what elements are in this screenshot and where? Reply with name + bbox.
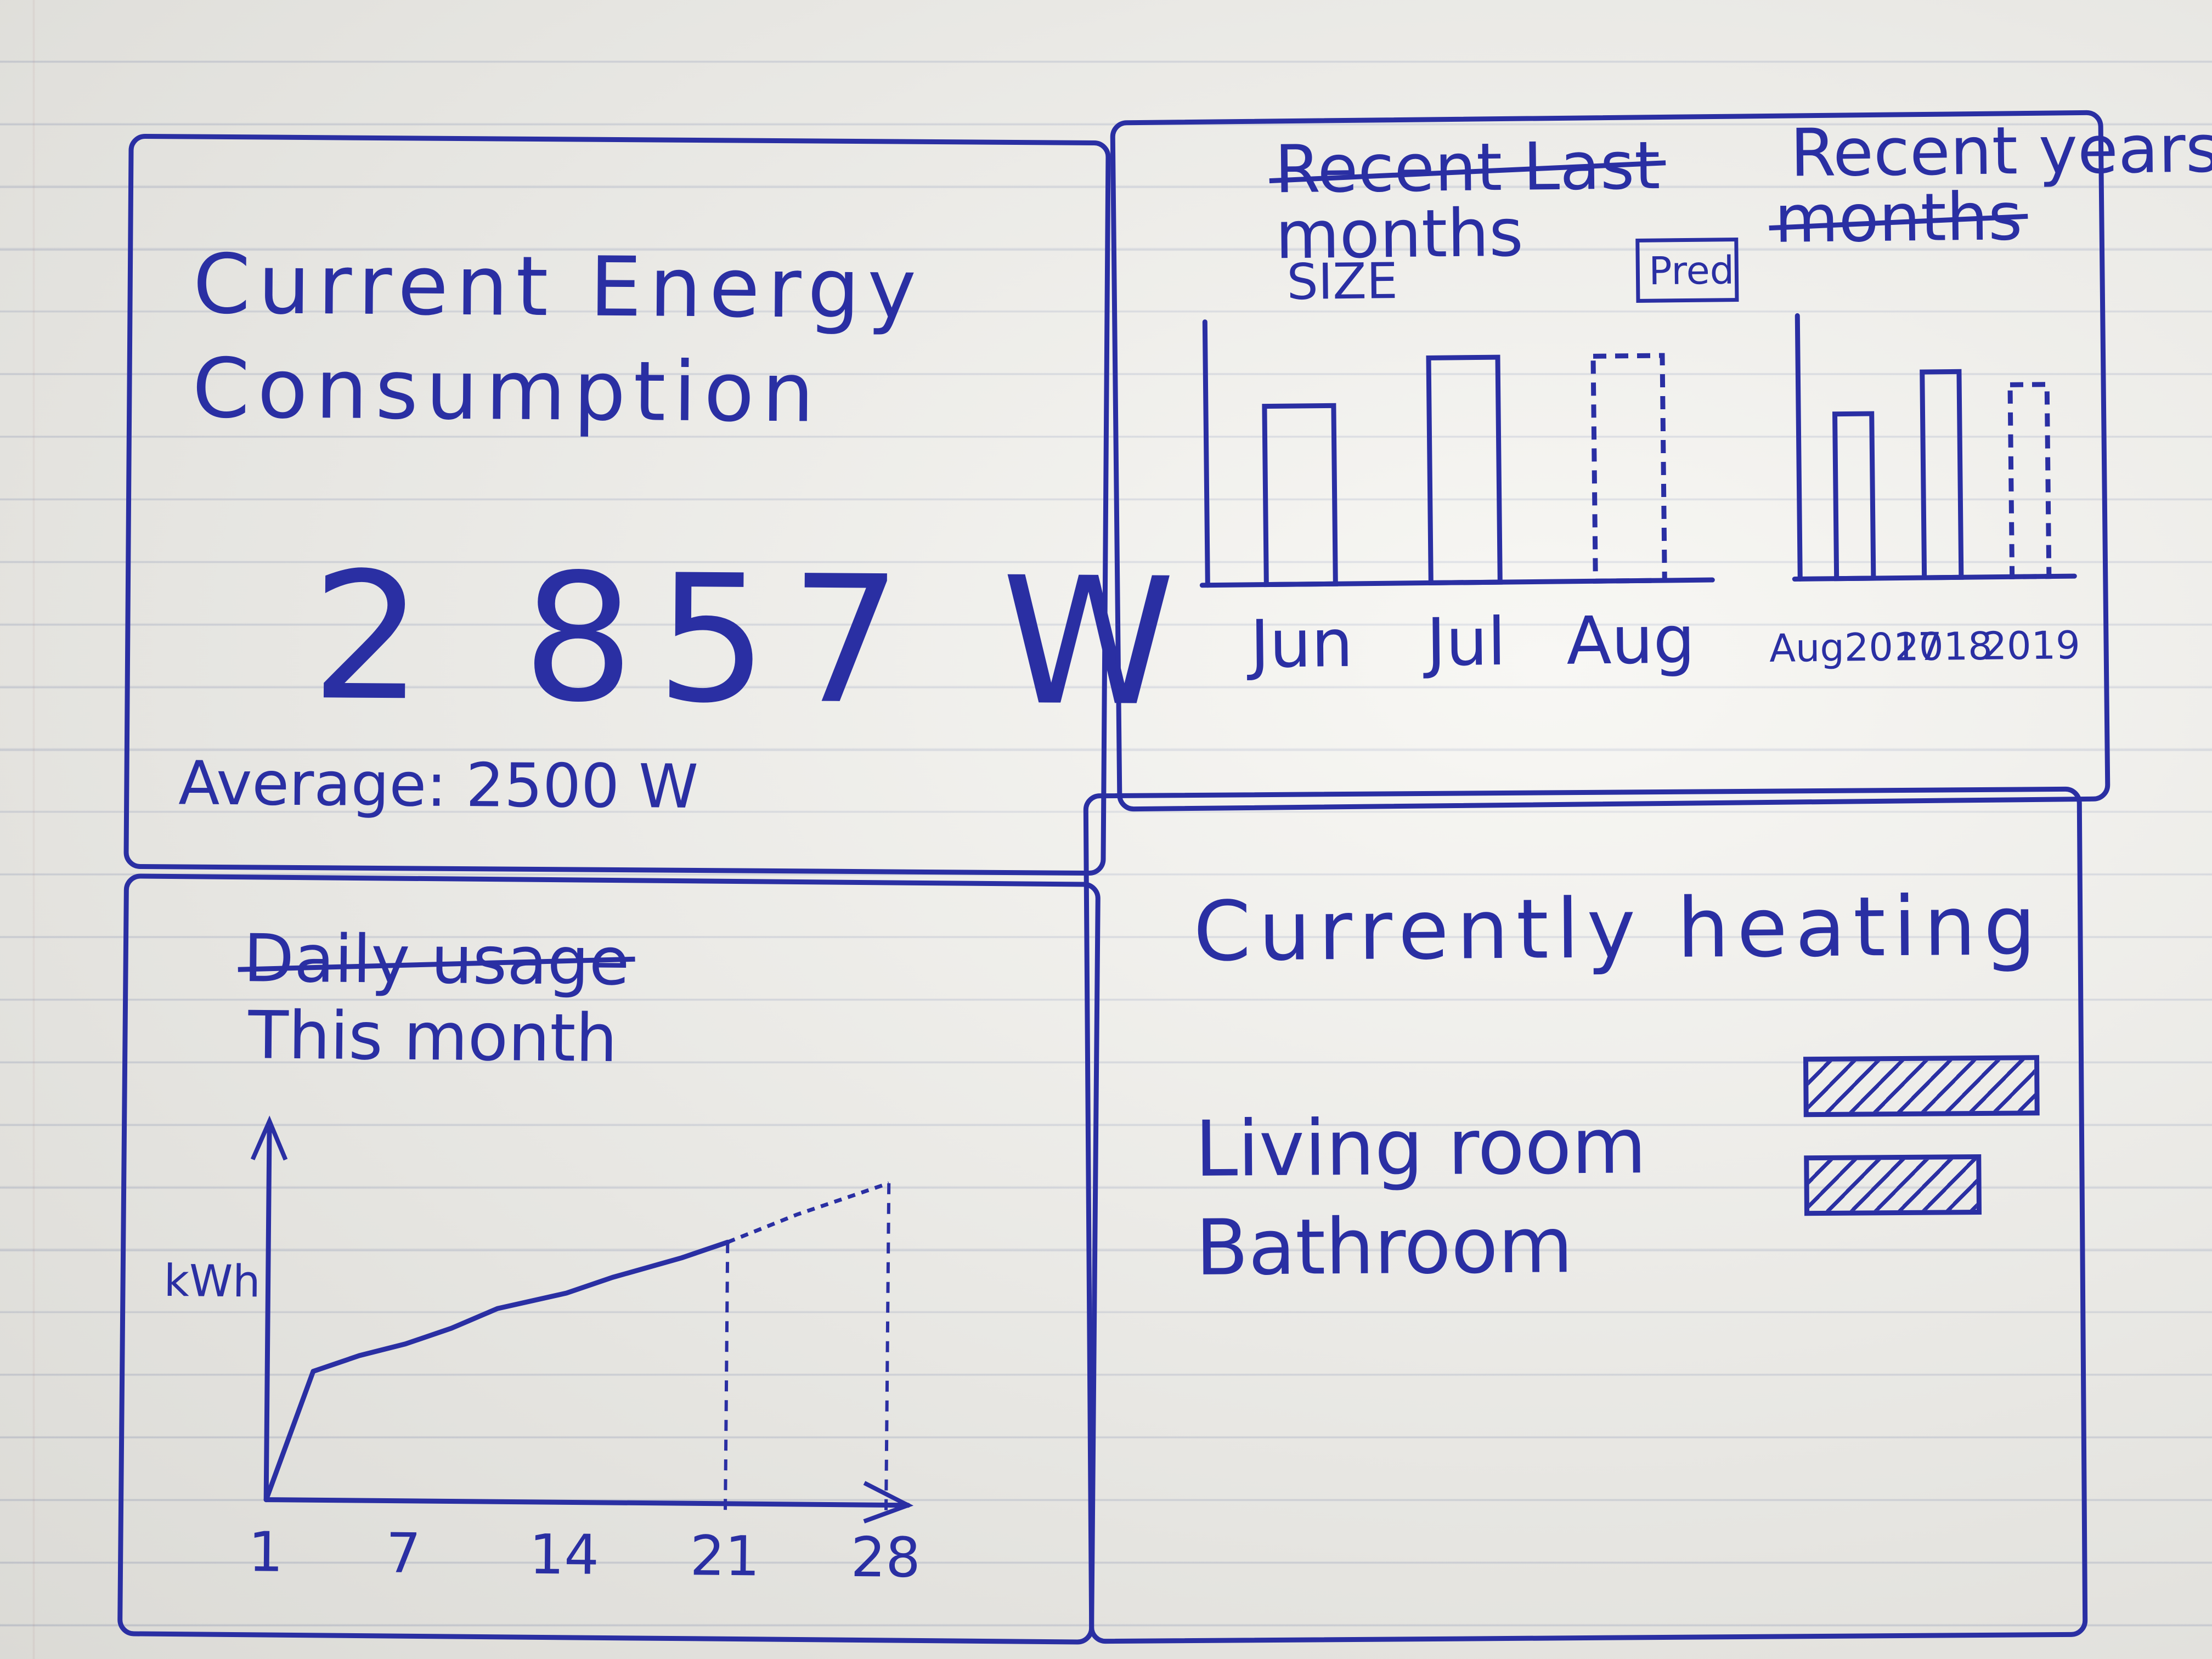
energy-panel: Current Energy Consumption 2 857 W Avera… <box>123 133 1198 876</box>
line-chart-ylabel: kWh <box>163 1255 261 1307</box>
bar-chart-1-bar-1 <box>1920 369 1964 580</box>
years-title-crossed: months <box>1774 179 2023 258</box>
month-title: This month <box>247 997 618 1077</box>
bar-chart-0-tick-0: Jun <box>1246 606 1353 683</box>
bar-chart-0-bar-0 <box>1262 403 1338 588</box>
line-chart-tick-2: 14 <box>529 1522 599 1587</box>
line-chart-end-marker <box>884 1183 891 1516</box>
line-chart-forecast <box>727 1181 890 1244</box>
line-chart-tick-3: 21 <box>690 1523 760 1588</box>
pred-label-box <box>1635 238 1739 303</box>
energy-title: Current Energy Consumption <box>191 236 924 441</box>
energy-value: 2 857 W <box>311 535 1198 746</box>
line-chart-tick-4: 28 <box>850 1525 921 1590</box>
bar-chart-1-tick-1: 2018 <box>1894 624 1993 670</box>
pred-label: Pred <box>1649 248 1735 294</box>
line-chart-x-arrow <box>863 1481 914 1523</box>
years-title: Recent years <box>1790 111 2212 192</box>
bar-chart-0-bar-2 <box>1590 353 1667 584</box>
bar-chart-0-tick-2: Aug <box>1566 602 1696 679</box>
bar-chart-1-tick-0: Aug2017 <box>1769 624 1943 671</box>
room-label-bathroom: Bathroom <box>1195 1201 1573 1293</box>
month-title-crossed: Daily usage <box>243 921 630 1001</box>
line-chart-y-arrow <box>250 1115 288 1161</box>
heating-level-bar-living <box>1803 1055 2040 1118</box>
bar-chart-1-axis <box>1795 313 1803 582</box>
month-line-chart: kWh 1 7 14 21 28 <box>163 1115 921 1590</box>
line-chart-today-marker <box>723 1242 730 1515</box>
month-title-crossed-text: Daily usage <box>243 921 630 1001</box>
line-chart-y-axis <box>263 1124 272 1503</box>
heating-panel: Currently heating Living room Bathroom <box>1083 786 2088 1644</box>
bar-chart-1-tick-2: 2019 <box>1982 623 2080 669</box>
months-title-crossed: Recent Last <box>1274 128 1661 208</box>
size-label: SIZE <box>1286 252 1398 311</box>
line-chart-x-axis <box>263 1497 911 1508</box>
room-label-living: Living room <box>1194 1102 1647 1194</box>
line-chart-tick-1: 7 <box>386 1521 421 1585</box>
line-chart-series <box>263 1239 730 1503</box>
bar-chart-0-tick-1: Jul <box>1422 604 1506 681</box>
usage-panel: Recent Last months Recent years months J… <box>1110 110 2212 812</box>
bar-chart-1-bar-0 <box>1832 411 1876 582</box>
heating-title: Currently heating <box>1193 878 2044 980</box>
bar-chart-0-bar-1 <box>1426 354 1503 585</box>
bar-chart-1-bar-2 <box>2007 382 2052 579</box>
bar-chart-0-axis <box>1202 319 1210 588</box>
months-title-crossed-text: Recent Last <box>1274 128 1661 208</box>
heating-level-bar-bathroom <box>1804 1154 1982 1216</box>
energy-average: Average: 2500 W <box>178 748 699 822</box>
years-title-crossed-text: months <box>1774 179 2023 258</box>
month-panel: Daily usage This month kWh 1 7 14 21 28 <box>117 873 1101 1645</box>
line-chart-tick-0: 1 <box>248 1520 284 1584</box>
